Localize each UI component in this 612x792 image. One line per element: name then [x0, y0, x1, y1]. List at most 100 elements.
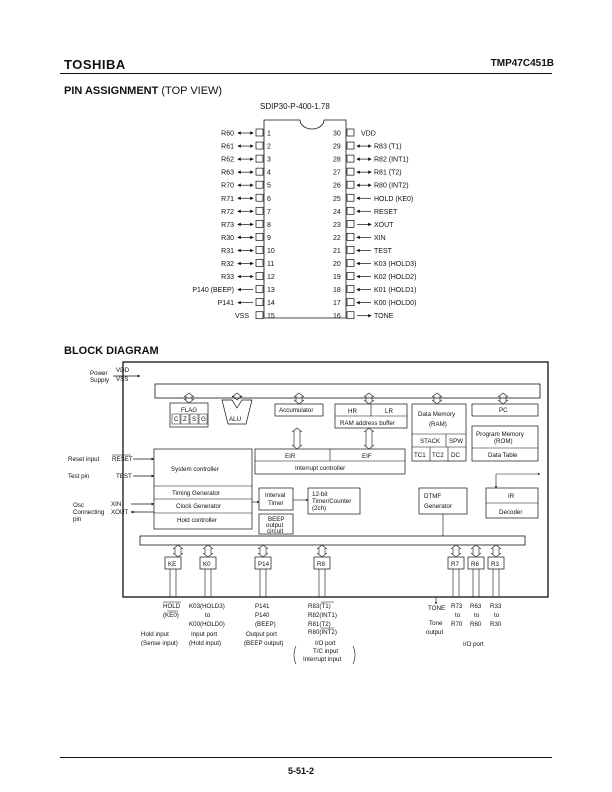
pin-name: XOUT: [374, 222, 394, 229]
flag-bit: S: [192, 416, 196, 423]
pin-number: 8: [267, 222, 271, 229]
package-name: SDIP30-P-400-1.78: [260, 102, 330, 111]
bus-link: [183, 392, 195, 404]
flag-label: FLAG: [181, 407, 197, 414]
p14-p141: P141: [255, 603, 270, 610]
port-line: [259, 569, 267, 597]
rom-label: (ROM): [494, 438, 513, 445]
pin-name: R82 (INT1): [374, 157, 409, 164]
pin-number: 21: [333, 248, 341, 255]
pin-number: 13: [267, 287, 275, 294]
interval-timer-block: [258, 487, 294, 511]
data-table-label: Data Table: [488, 452, 518, 459]
footer-rule: [60, 757, 552, 758]
system-controller-block: [153, 448, 253, 530]
bus-link: [431, 392, 443, 405]
pin-number: 14: [267, 300, 275, 307]
port-line: [452, 569, 460, 597]
pin-name: R70: [221, 183, 234, 190]
r8-interrupt-input: Interrupt input: [303, 656, 341, 663]
port-label: R6: [471, 561, 479, 568]
pin-pad: [346, 141, 355, 150]
pin-number: 27: [333, 170, 341, 177]
header-rule: [60, 73, 552, 74]
port-block: [199, 556, 217, 570]
dtmf-generator-label: Generator: [424, 503, 452, 510]
port-block: [447, 556, 465, 570]
timer-counter-channels-label: (2ch): [312, 505, 326, 512]
pin-number: 2: [267, 144, 271, 151]
pin-pad: [255, 206, 264, 215]
pin-name: R73: [221, 222, 234, 229]
pin-name: TEST: [374, 248, 393, 255]
part-number: TMP47C451B: [490, 58, 554, 69]
ke-hold-input: Hold input: [141, 631, 169, 638]
pin-name: K03 (HOLD3): [374, 261, 416, 268]
bus-link: [490, 544, 502, 558]
osc-pin-label: pin: [73, 516, 82, 523]
port-block: [487, 556, 505, 570]
system-controller-label: System controller: [171, 466, 219, 473]
tc1-label: TC1: [414, 452, 426, 459]
r3-to: to: [494, 612, 500, 619]
port-label: KE: [168, 561, 176, 568]
r3-start: R33: [490, 603, 502, 610]
tone-label: Tone: [429, 620, 443, 627]
ke-sense-input: (Sense input): [141, 640, 178, 647]
ram-address-buffer-label: RAM address buffer: [340, 420, 395, 427]
pin-pad: [255, 233, 264, 241]
bus-link: [316, 544, 328, 558]
left-pins: 1R602R613R624R635R706R717R728R739R3010R3…: [192, 128, 275, 320]
pin-name: R80 (INT2): [374, 183, 409, 190]
r7-end: R70: [451, 621, 463, 628]
pin-number: 6: [267, 196, 271, 203]
vdd-label: VDD: [116, 367, 130, 374]
dtmf-label: DTMF: [424, 493, 441, 500]
pin-pad: [255, 154, 264, 163]
ke-hold: HOLD: [163, 603, 181, 610]
beep-output-label: output: [266, 522, 283, 529]
xin-label: XIN: [111, 501, 121, 508]
program-memory-label: Program Memory: [476, 431, 525, 438]
r8-r82: R82(INT1): [308, 612, 337, 619]
hr-label: HR: [348, 408, 357, 415]
flag-bit: G: [201, 416, 206, 423]
pin-name: P140 (BEEP): [192, 287, 234, 294]
pin-pad: [346, 285, 355, 293]
pin-number: 15: [267, 313, 275, 320]
pin-pad: [255, 298, 264, 306]
osc-connecting-label: Connecting: [73, 509, 105, 516]
pin-number: 28: [333, 157, 341, 164]
p14-p140: P140: [255, 612, 270, 619]
pin-number: 17: [333, 300, 341, 307]
port-block: [254, 556, 272, 570]
r8-r83: R83(T1): [308, 603, 331, 610]
port-block: [313, 556, 331, 570]
flag-bit-cell: [198, 413, 208, 425]
xout-label: XOUT: [111, 509, 128, 516]
r8-r80: R80(INT2): [308, 629, 337, 636]
pin-name: VDD: [361, 131, 376, 138]
alu-label: ALU: [229, 416, 241, 423]
pin-pad: [346, 298, 355, 306]
port-label: R8: [317, 561, 325, 568]
bus-link: [257, 544, 269, 558]
pin-number: 11: [267, 261, 274, 268]
chip-boundary: [122, 361, 549, 598]
supply-label: Supply: [90, 377, 110, 384]
tone-pin: TONE: [428, 605, 445, 612]
beep-label: BEEP: [268, 516, 285, 523]
pin-name: P141: [218, 300, 234, 307]
pin-pad: [255, 246, 264, 254]
clock-generator-label: Clock Generator: [176, 503, 221, 510]
bus-link: [231, 392, 243, 401]
pin-pad: [255, 167, 264, 176]
port-label: K0: [203, 561, 211, 568]
osc-label: Osc: [73, 502, 84, 509]
accumulator-label: Accumulator: [279, 407, 313, 414]
port-line: [204, 569, 212, 597]
k0-to: to: [205, 612, 211, 619]
pin-number: 26: [333, 183, 341, 190]
power-label: Power: [90, 370, 108, 377]
